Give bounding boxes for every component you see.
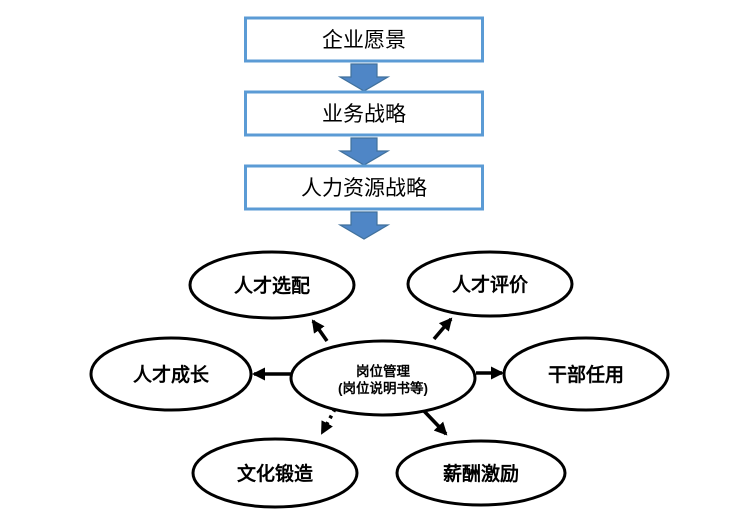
culture-forging-label: 文化锻造 [237, 462, 314, 485]
dashed-arrow-to-culture-forging [320, 408, 337, 435]
talent-evaluation-label: 人才评价 [452, 273, 529, 296]
satellite-node-talent-selection: 人才选配 [188, 250, 356, 320]
hub-label-line2: (岗位说明书等) [338, 380, 428, 396]
business-strategy-box-label: 业务战略 [322, 103, 406, 126]
arrow-to-talent-selection [311, 319, 329, 343]
satellite-node-cadre-appointment: 干部任用 [502, 336, 670, 412]
arrow-to-talent-evaluation [432, 317, 453, 341]
business-strategy-box [244, 90, 484, 137]
down-block-arrow-icon [337, 63, 391, 92]
talent-evaluation-ellipse [406, 250, 574, 318]
cadre-appointment-ellipse [502, 336, 670, 412]
talent-selection-ellipse [188, 250, 356, 320]
satellite-node-culture-forging: 文化锻造 [191, 437, 359, 509]
compensation-incentive-ellipse [395, 439, 567, 507]
talent-growth-label: 人才成长 [133, 363, 210, 386]
talent-growth-ellipse [89, 336, 253, 412]
cadre-appointment-label: 干部任用 [548, 363, 624, 386]
down-block-arrow-icon [337, 137, 391, 166]
satellite-node-talent-evaluation: 人才评价 [406, 250, 574, 318]
satellite-node-talent-growth: 人才成长 [89, 336, 253, 412]
vision-box-label: 企业愿景 [322, 29, 406, 52]
satellite-node-compensation-incentive: 薪酬激励 [395, 439, 567, 507]
arrow-to-compensation-incentive [422, 409, 448, 436]
vision-box [244, 16, 484, 63]
talent-selection-label: 人才选配 [234, 274, 310, 297]
down-block-arrow-icon [337, 211, 391, 240]
hub-ellipse [289, 339, 477, 417]
culture-forging-ellipse [191, 437, 359, 509]
hr-strategy-box [244, 164, 484, 211]
hub-label-line1: 岗位管理 [356, 363, 410, 379]
hub-node-position-management: 岗位管理 (岗位说明书等) [289, 339, 477, 417]
strategy-flow: 企业愿景 业务战略 人力资源战略 [244, 16, 484, 240]
hub-connectors [252, 317, 504, 436]
compensation-incentive-label: 薪酬激励 [443, 462, 519, 485]
hr-strategy-box-label: 人力资源战略 [301, 177, 427, 200]
